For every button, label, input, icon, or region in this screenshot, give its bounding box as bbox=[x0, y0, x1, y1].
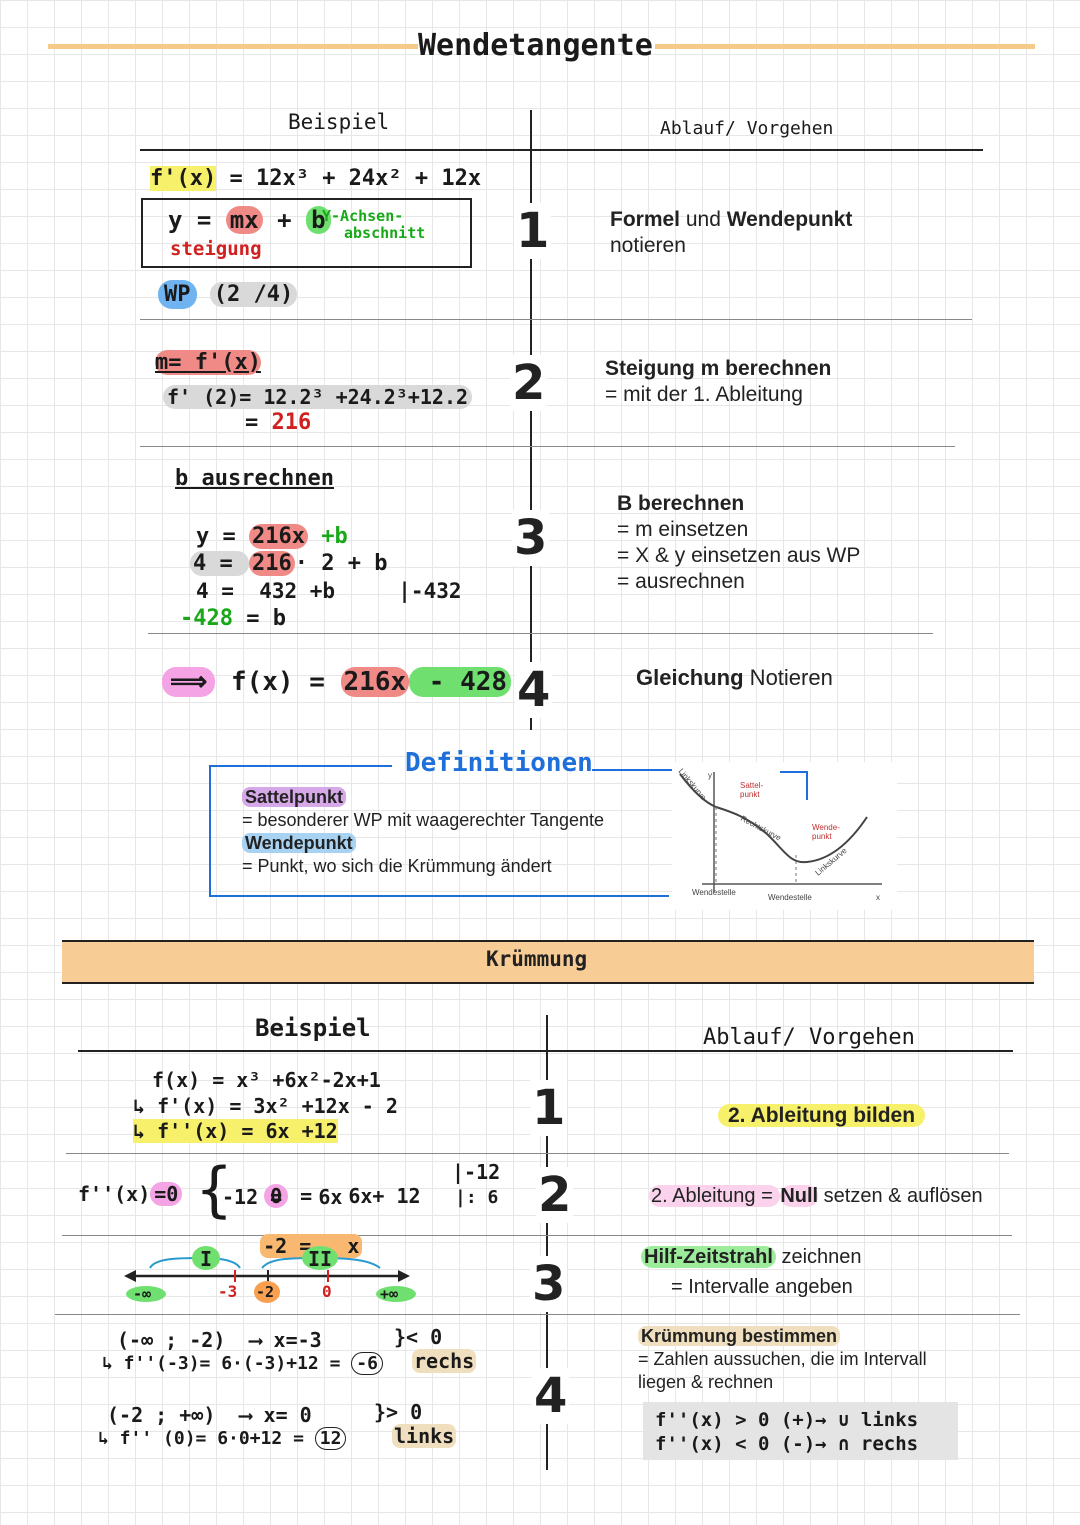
section2-header-band bbox=[62, 940, 1034, 984]
step-3-text: B berechnen = m einsetzen = X & y einset… bbox=[617, 492, 861, 593]
definitions-title: Definitionen bbox=[405, 748, 593, 778]
timeline-zero: 0 bbox=[322, 1282, 332, 1301]
definitions-box bbox=[209, 765, 669, 897]
page-title: Wendetangente bbox=[418, 28, 653, 63]
interval-1: (-∞ ; -2) ⟶ x=-3 bbox=[117, 1328, 322, 1352]
step-4-text: Gleichung Notieren bbox=[636, 665, 833, 690]
graph-label-x: x bbox=[876, 893, 880, 902]
interval-2-result: }> 0 links bbox=[374, 1400, 457, 1448]
section2-step-1-text: 2. Ableitung bilden bbox=[718, 1103, 926, 1129]
graph-label-y: y bbox=[708, 771, 712, 780]
curvature-graph: Linkskurve y Sattel- punkt Rechtskurve W… bbox=[672, 762, 897, 910]
interval-2-calc: ↳ f'' (0)= 6·0+12 = 12 bbox=[98, 1427, 347, 1450]
section2-row-divider-3 bbox=[55, 1314, 1020, 1315]
graph-label-wendepunkt-2: punkt bbox=[812, 832, 832, 841]
col-left-header: Beispiel bbox=[288, 110, 390, 134]
timeline-pos-inf: +∞ bbox=[380, 1285, 399, 1303]
section2-step-3-text: Hilf-Zeitstrahl zeichnen = Intervalle an… bbox=[641, 1242, 862, 1302]
section2-divider-vertical bbox=[546, 1015, 548, 1470]
section2-col-left-header: Beispiel bbox=[255, 1014, 371, 1042]
s2-null-line-2: -12 = 6x bbox=[222, 1185, 343, 1209]
yachsen-label: Y-Achsen-abschnitt bbox=[322, 207, 426, 242]
m-equation: m= f'(x) bbox=[155, 350, 261, 375]
s2-fp: ↳ f'(x) = 3x² +12x - 2 bbox=[133, 1094, 398, 1118]
final-equation: ⟹ f(x) = 216x - 428 bbox=[162, 667, 512, 697]
step-number-4: 4 bbox=[515, 662, 553, 718]
graph-label-wendestelle-2: Wendestelle bbox=[768, 893, 812, 902]
definitions-top-line-left bbox=[209, 765, 392, 767]
section2-step-number-3: 3 bbox=[530, 1256, 568, 1312]
timeline-neg-inf: -∞ bbox=[133, 1285, 152, 1303]
interval-1-calc: ↳ f''(-3)= 6·(-3)+12 = -6 bbox=[102, 1352, 383, 1375]
timeline bbox=[124, 1246, 416, 1303]
timeline-minus2: -2 bbox=[256, 1283, 275, 1301]
section2-col-right-header: Ablauf/ Vorgehen bbox=[703, 1025, 915, 1050]
section2-step-number-2: 2 bbox=[536, 1167, 574, 1223]
step-2-text: Steigung m berechnen = mit der 1. Ableit… bbox=[605, 357, 832, 406]
section2-step-number-1: 1 bbox=[530, 1080, 568, 1136]
formula-box bbox=[141, 198, 472, 268]
section2-title: Krümmung bbox=[486, 947, 588, 971]
s2-fpp: ↳ f''(x) = 6x +12 bbox=[133, 1119, 338, 1143]
timeline-label-I: I bbox=[200, 1247, 213, 1271]
m-result: = 216 bbox=[245, 410, 312, 435]
row-divider-2 bbox=[140, 446, 955, 447]
wendepunkt-example: WP (2 /4) bbox=[158, 280, 298, 309]
header-underline bbox=[140, 149, 983, 151]
s2-null-lhs: f''(x)=0 bbox=[78, 1182, 183, 1206]
graph-label-wendepunkt-1: Wende- bbox=[812, 823, 840, 832]
b-heading: b ausrechnen bbox=[175, 466, 334, 491]
graph-label-sattelpunkt-2: punkt bbox=[740, 790, 760, 799]
graph-label-wendestelle-1: Wendestelle bbox=[692, 888, 736, 897]
interval-2: (-2 ; +∞) ⟶ x= 0 bbox=[107, 1403, 312, 1427]
s2-null-line-1: 0 = 6x+ 12 bbox=[240, 1160, 421, 1208]
section2-step-number-4: 4 bbox=[532, 1368, 570, 1424]
title-bar-left bbox=[48, 44, 418, 49]
s2-null-note-1: |-12 bbox=[452, 1160, 501, 1184]
b-line-2: 4 = 216· 2 + b bbox=[190, 551, 387, 576]
section2-step-4-text: Krümmung bestimmen = Zahlen aussuchen, d… bbox=[638, 1326, 927, 1392]
step-number-2: 2 bbox=[510, 355, 548, 411]
step-number-1: 1 bbox=[514, 203, 552, 259]
b-line-3: 4 = 432 +b |-432 bbox=[196, 579, 462, 603]
timeline-minus3: -3 bbox=[218, 1282, 238, 1301]
def-sattelpunkt: = besonderer WP mit waagerechter Tangent… bbox=[242, 810, 605, 830]
row-divider-1 bbox=[140, 319, 972, 320]
step-number-3: 3 bbox=[512, 510, 550, 566]
def-wendepunkt: = Punkt, wo sich die Krümmung ändert bbox=[242, 856, 552, 876]
row-divider-3 bbox=[148, 633, 933, 634]
s2-null-note-2: |: 6 bbox=[455, 1187, 499, 1208]
divider-vertical bbox=[530, 110, 532, 730]
b-line-1: y = 216x +b bbox=[196, 524, 348, 549]
steigung-label: steigung bbox=[170, 238, 262, 260]
term-sattelpunkt: Sattelpunkt bbox=[242, 787, 347, 807]
fprime-equation: f'(x) = 12x³ + 24x² + 12x bbox=[150, 166, 482, 191]
curvature-rule-box: f''(x) > 0 (+)→ ∪ links f''(x) < 0 (-)→ … bbox=[643, 1402, 958, 1460]
title-bar-right bbox=[655, 44, 1035, 49]
section2-header-underline bbox=[78, 1050, 1013, 1052]
m-calculation: f' (2)= 12.2³ +24.2³+12.2 bbox=[163, 385, 473, 409]
col-right-header: Ablauf/ Vorgehen bbox=[660, 118, 834, 139]
s2-brace: { bbox=[196, 1155, 233, 1225]
interval-1-result: }< 0 rechs bbox=[394, 1325, 477, 1373]
section2-row-divider-2 bbox=[62, 1235, 1012, 1236]
s2-f: f(x) = x³ +6x²-2x+1 bbox=[152, 1068, 381, 1092]
section2-row-divider-1 bbox=[66, 1153, 1009, 1154]
term-wendepunkt: Wendepunkt bbox=[242, 833, 356, 853]
graph-label-sattelpunkt-1: Sattel- bbox=[740, 781, 763, 790]
step-1-text: Formel und Wendepunkt notieren bbox=[610, 208, 853, 257]
definitions-content: Sattelpunkt = besonderer WP mit waagerec… bbox=[242, 786, 604, 878]
curvature-rule-links: f''(x) > 0 (+)→ ∪ links bbox=[655, 1409, 919, 1431]
formula-box-content: y = mx + b bbox=[168, 206, 331, 234]
timeline-label-II: II bbox=[308, 1247, 333, 1271]
definitions-top-line-right bbox=[592, 769, 677, 771]
b-line-4: -428 = b bbox=[180, 606, 286, 631]
section2-step-2-text: 2. Ableitung = Null setzen & auflösen bbox=[649, 1185, 983, 1207]
curvature-rule-rechts: f''(x) < 0 (-)→ ∩ rechs bbox=[655, 1433, 919, 1455]
